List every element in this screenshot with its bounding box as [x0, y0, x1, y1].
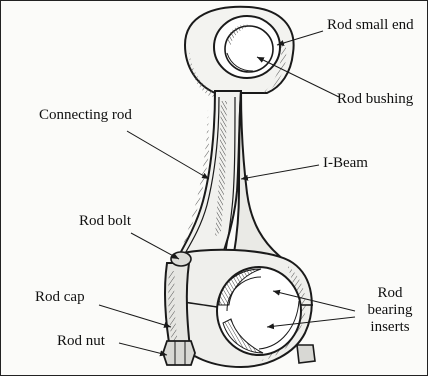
- label-rod-bearing-inserts-line-2: bearing: [355, 302, 425, 319]
- label-connecting-rod: Connecting rod: [39, 107, 132, 124]
- label-i-beam: I-Beam: [323, 155, 368, 172]
- rod-small-end-shape: [185, 7, 294, 97]
- label-rod-bearing-inserts-line-3: inserts: [355, 319, 425, 336]
- leader-connecting-rod: [127, 131, 209, 179]
- i-beam-shank: [177, 91, 283, 259]
- leader-rod-bolt: [131, 233, 179, 259]
- rod-big-end-shape: [177, 250, 313, 367]
- label-rod-nut: Rod nut: [57, 333, 105, 350]
- leader-rod-nut: [119, 343, 167, 355]
- label-rod-small-end: Rod small end: [327, 17, 414, 34]
- label-rod-bushing: Rod bushing: [337, 91, 413, 108]
- label-rod-bearing-inserts-line-1: Rod: [355, 285, 425, 302]
- leader-i-beam: [241, 165, 319, 179]
- label-rod-cap: Rod cap: [35, 289, 85, 306]
- leader-rod-cap: [99, 305, 171, 327]
- label-rod-bearing-inserts: Rod bearing inserts: [355, 285, 425, 336]
- label-rod-bolt: Rod bolt: [79, 213, 131, 230]
